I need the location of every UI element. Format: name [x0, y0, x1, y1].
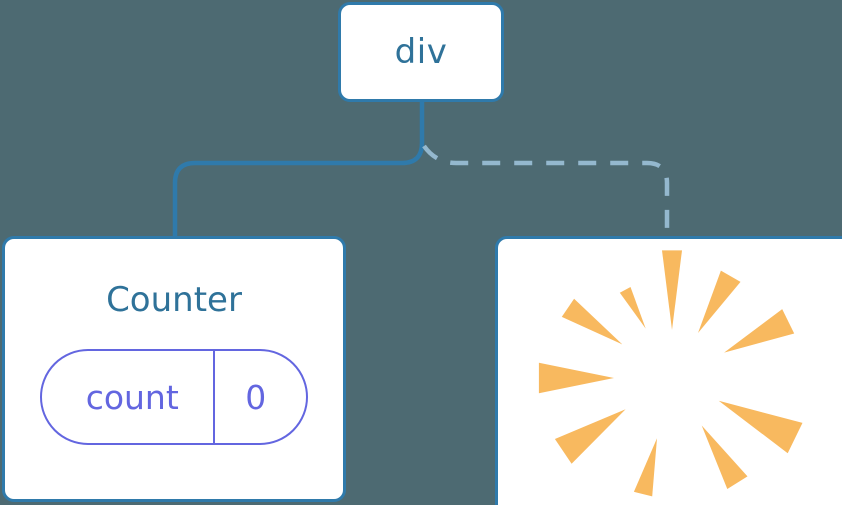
state-pill-value: 0 — [245, 377, 267, 417]
burst-ray — [698, 270, 741, 333]
node-counter-title: Counter — [106, 280, 242, 320]
node-counter[interactable]: Counter count 0 — [2, 236, 346, 502]
state-pill-divider — [212, 351, 216, 443]
burst-ray — [554, 409, 626, 464]
node-div[interactable]: div — [338, 2, 504, 102]
node-burst[interactable] — [495, 236, 842, 505]
burst-ray — [724, 309, 795, 353]
burst-ray — [633, 438, 657, 497]
burst-ray — [619, 287, 646, 329]
burst-ray — [538, 362, 614, 394]
state-pill-key: count — [85, 377, 179, 417]
node-div-label: div — [394, 32, 448, 72]
burst-ray — [561, 298, 623, 345]
connector-div-to-counter — [172, 99, 425, 240]
state-pill-count[interactable]: count 0 — [39, 349, 309, 445]
burst-ray — [662, 250, 682, 330]
connector-div-to-burst — [422, 144, 670, 237]
sparkle-burst-icon — [538, 250, 803, 497]
burst-ray — [701, 425, 748, 489]
burst-ray — [718, 400, 803, 454]
burst-ray-group — [538, 250, 803, 497]
